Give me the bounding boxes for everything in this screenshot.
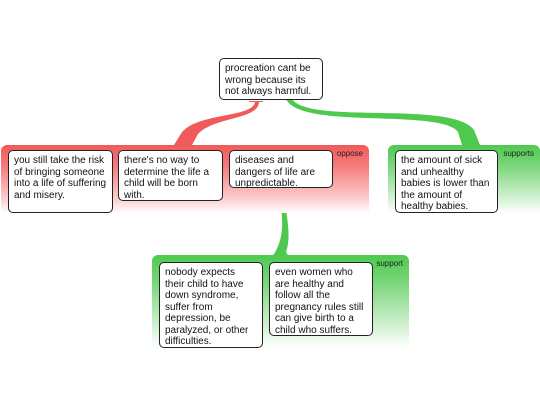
support-item-text: even women who are healthy and follow al… [275,267,364,336]
oppose-item-card[interactable]: diseases and dangers of life are unpredi… [229,150,333,189]
support-item-text: nobody expects their child to have down … [165,267,249,347]
connector-root-to-oppose [174,101,260,145]
root-claim-card[interactable]: procreation cant be wrong because its no… [219,58,323,100]
root-claim-text: procreation cant be wrong because its no… [225,63,312,97]
supports-label: supports [503,149,534,158]
oppose-item-text: you still take the risk of bringing some… [14,155,107,201]
oppose-item-card[interactable]: there's no way to determine the life a c… [118,150,223,201]
supports-item-card[interactable]: the amount of sick and unhealthy babies … [395,150,498,213]
oppose-label: oppose [336,149,363,158]
support-item-card[interactable]: nobody expects their child to have down … [159,262,263,348]
supports-item-text: the amount of sick and unhealthy babies … [401,155,490,212]
root-connector-marker [249,101,263,102]
oppose-item-text: there's no way to determine the life a c… [124,155,210,201]
support-item-card[interactable]: even women who are healthy and follow al… [269,262,373,336]
oppose-item-text: diseases and dangers of life are unpredi… [235,155,316,189]
support-label: support [376,259,403,268]
connector-root-to-supports [286,99,480,145]
connector-item-to-support [266,187,292,262]
oppose-item-card[interactable]: you still take the risk of bringing some… [8,150,113,213]
